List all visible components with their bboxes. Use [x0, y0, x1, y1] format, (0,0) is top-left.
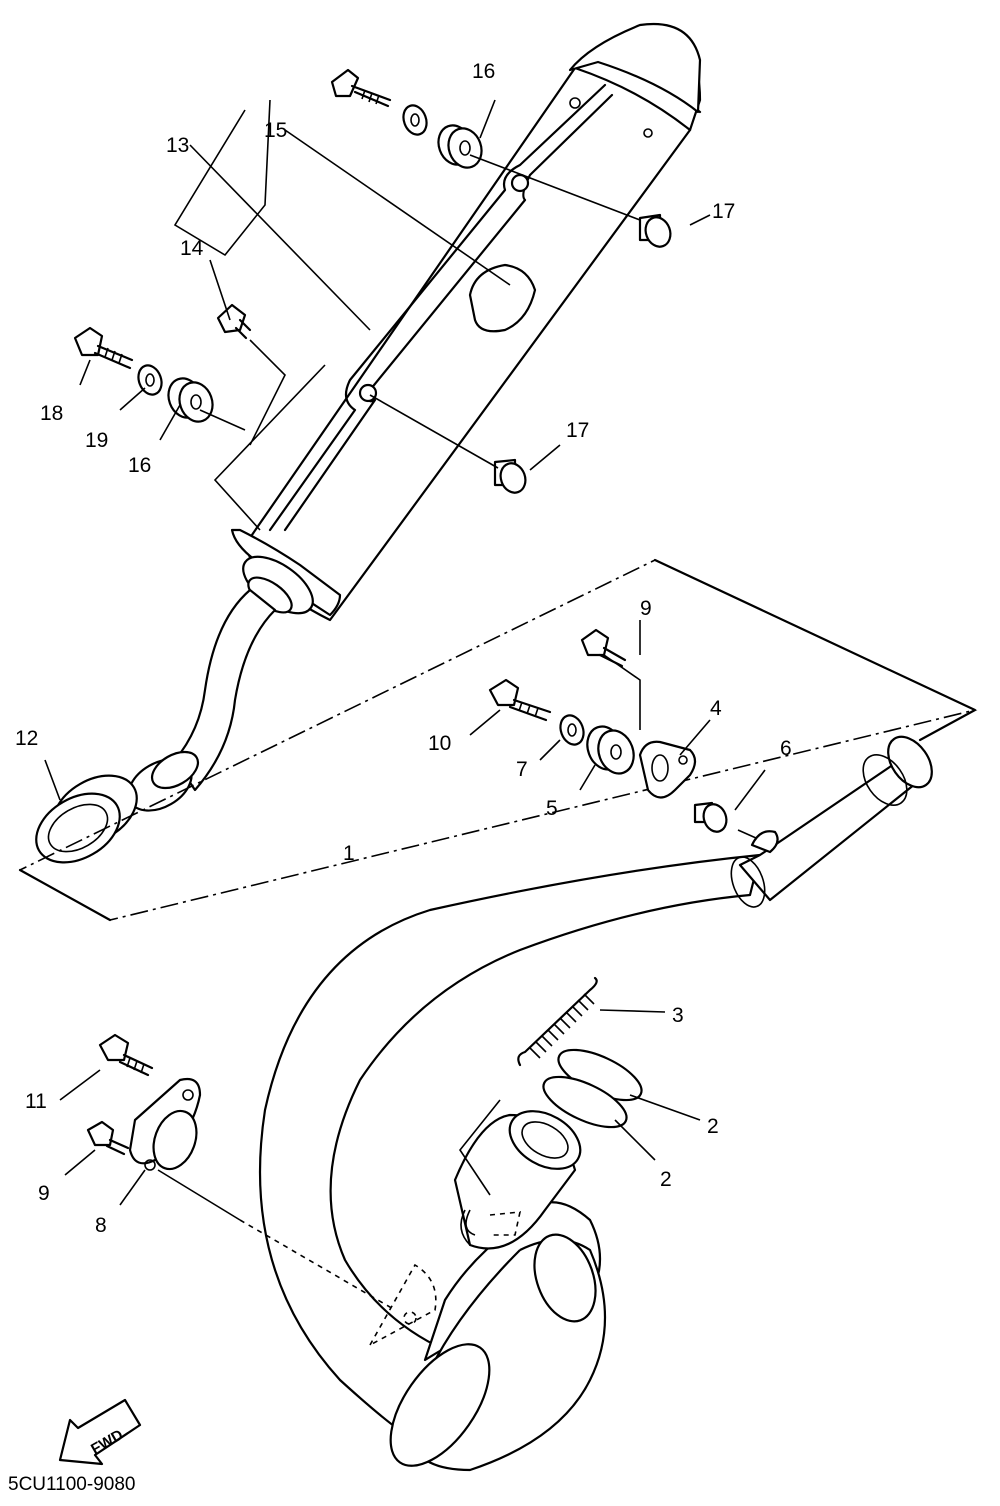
silencer-end-cap [568, 22, 702, 114]
callout-7: 7 [516, 758, 528, 781]
gaskets [542, 1048, 701, 1161]
callout-12: 12 [15, 727, 38, 750]
callout-6: 6 [780, 737, 792, 760]
callout-17b: 17 [566, 419, 589, 442]
flange-hardware [59, 1033, 241, 1221]
clamp-ring [35, 774, 138, 864]
washer-left [137, 364, 163, 396]
silencer-assembly [35, 22, 711, 864]
callout-9a: 9 [640, 597, 652, 620]
callout-17a: 17 [712, 200, 735, 223]
callout-4: 4 [710, 697, 722, 720]
callout-1: 1 [343, 842, 355, 865]
callout-14: 14 [180, 237, 204, 260]
pipe-mount-tab [750, 830, 779, 854]
washer-top [402, 104, 428, 136]
drawing-code: 5CU1100-9080 [8, 1474, 135, 1495]
bracket-hole-upper [510, 173, 530, 193]
collar-top [638, 213, 672, 248]
silencer-body [243, 23, 702, 622]
callout-16a: 16 [472, 60, 495, 83]
callout-2b: 2 [660, 1168, 672, 1191]
callout-19: 19 [85, 429, 108, 452]
exhaust-pipe [239, 735, 933, 1472]
callout-5: 5 [546, 797, 558, 820]
callout-13: 13 [166, 134, 189, 157]
fwd-arrow-icon: FWD [58, 1398, 142, 1466]
callout-16b: 16 [128, 454, 151, 477]
bolt-small [216, 303, 252, 340]
bracket-hole-lower [358, 383, 378, 403]
collar-lower [493, 458, 527, 494]
callout-11: 11 [25, 1090, 47, 1113]
bolt-top [330, 68, 392, 108]
pipe-outlet [887, 735, 933, 789]
assembly-boundary [19, 559, 978, 921]
heat-shield-patch [468, 263, 537, 333]
callout-8: 8 [95, 1214, 107, 1237]
exhaust-spring [459, 976, 666, 1196]
callout-18: 18 [40, 402, 63, 425]
bolt-left [73, 326, 134, 370]
grommet-top [437, 124, 483, 169]
silencer-joint-pipe [173, 588, 277, 792]
callout-15: 15 [264, 119, 287, 142]
callout-10: 10 [428, 732, 451, 755]
grommet-left [167, 377, 214, 423]
pipe-mount-hardware [469, 620, 766, 843]
callout-2a: 2 [707, 1115, 719, 1138]
callout-3: 3 [672, 1004, 684, 1027]
callout-9b: 9 [38, 1182, 50, 1205]
callouts: 1 2 2 3 4 5 6 7 8 9 9 10 11 12 13 14 15 … [15, 60, 792, 1237]
